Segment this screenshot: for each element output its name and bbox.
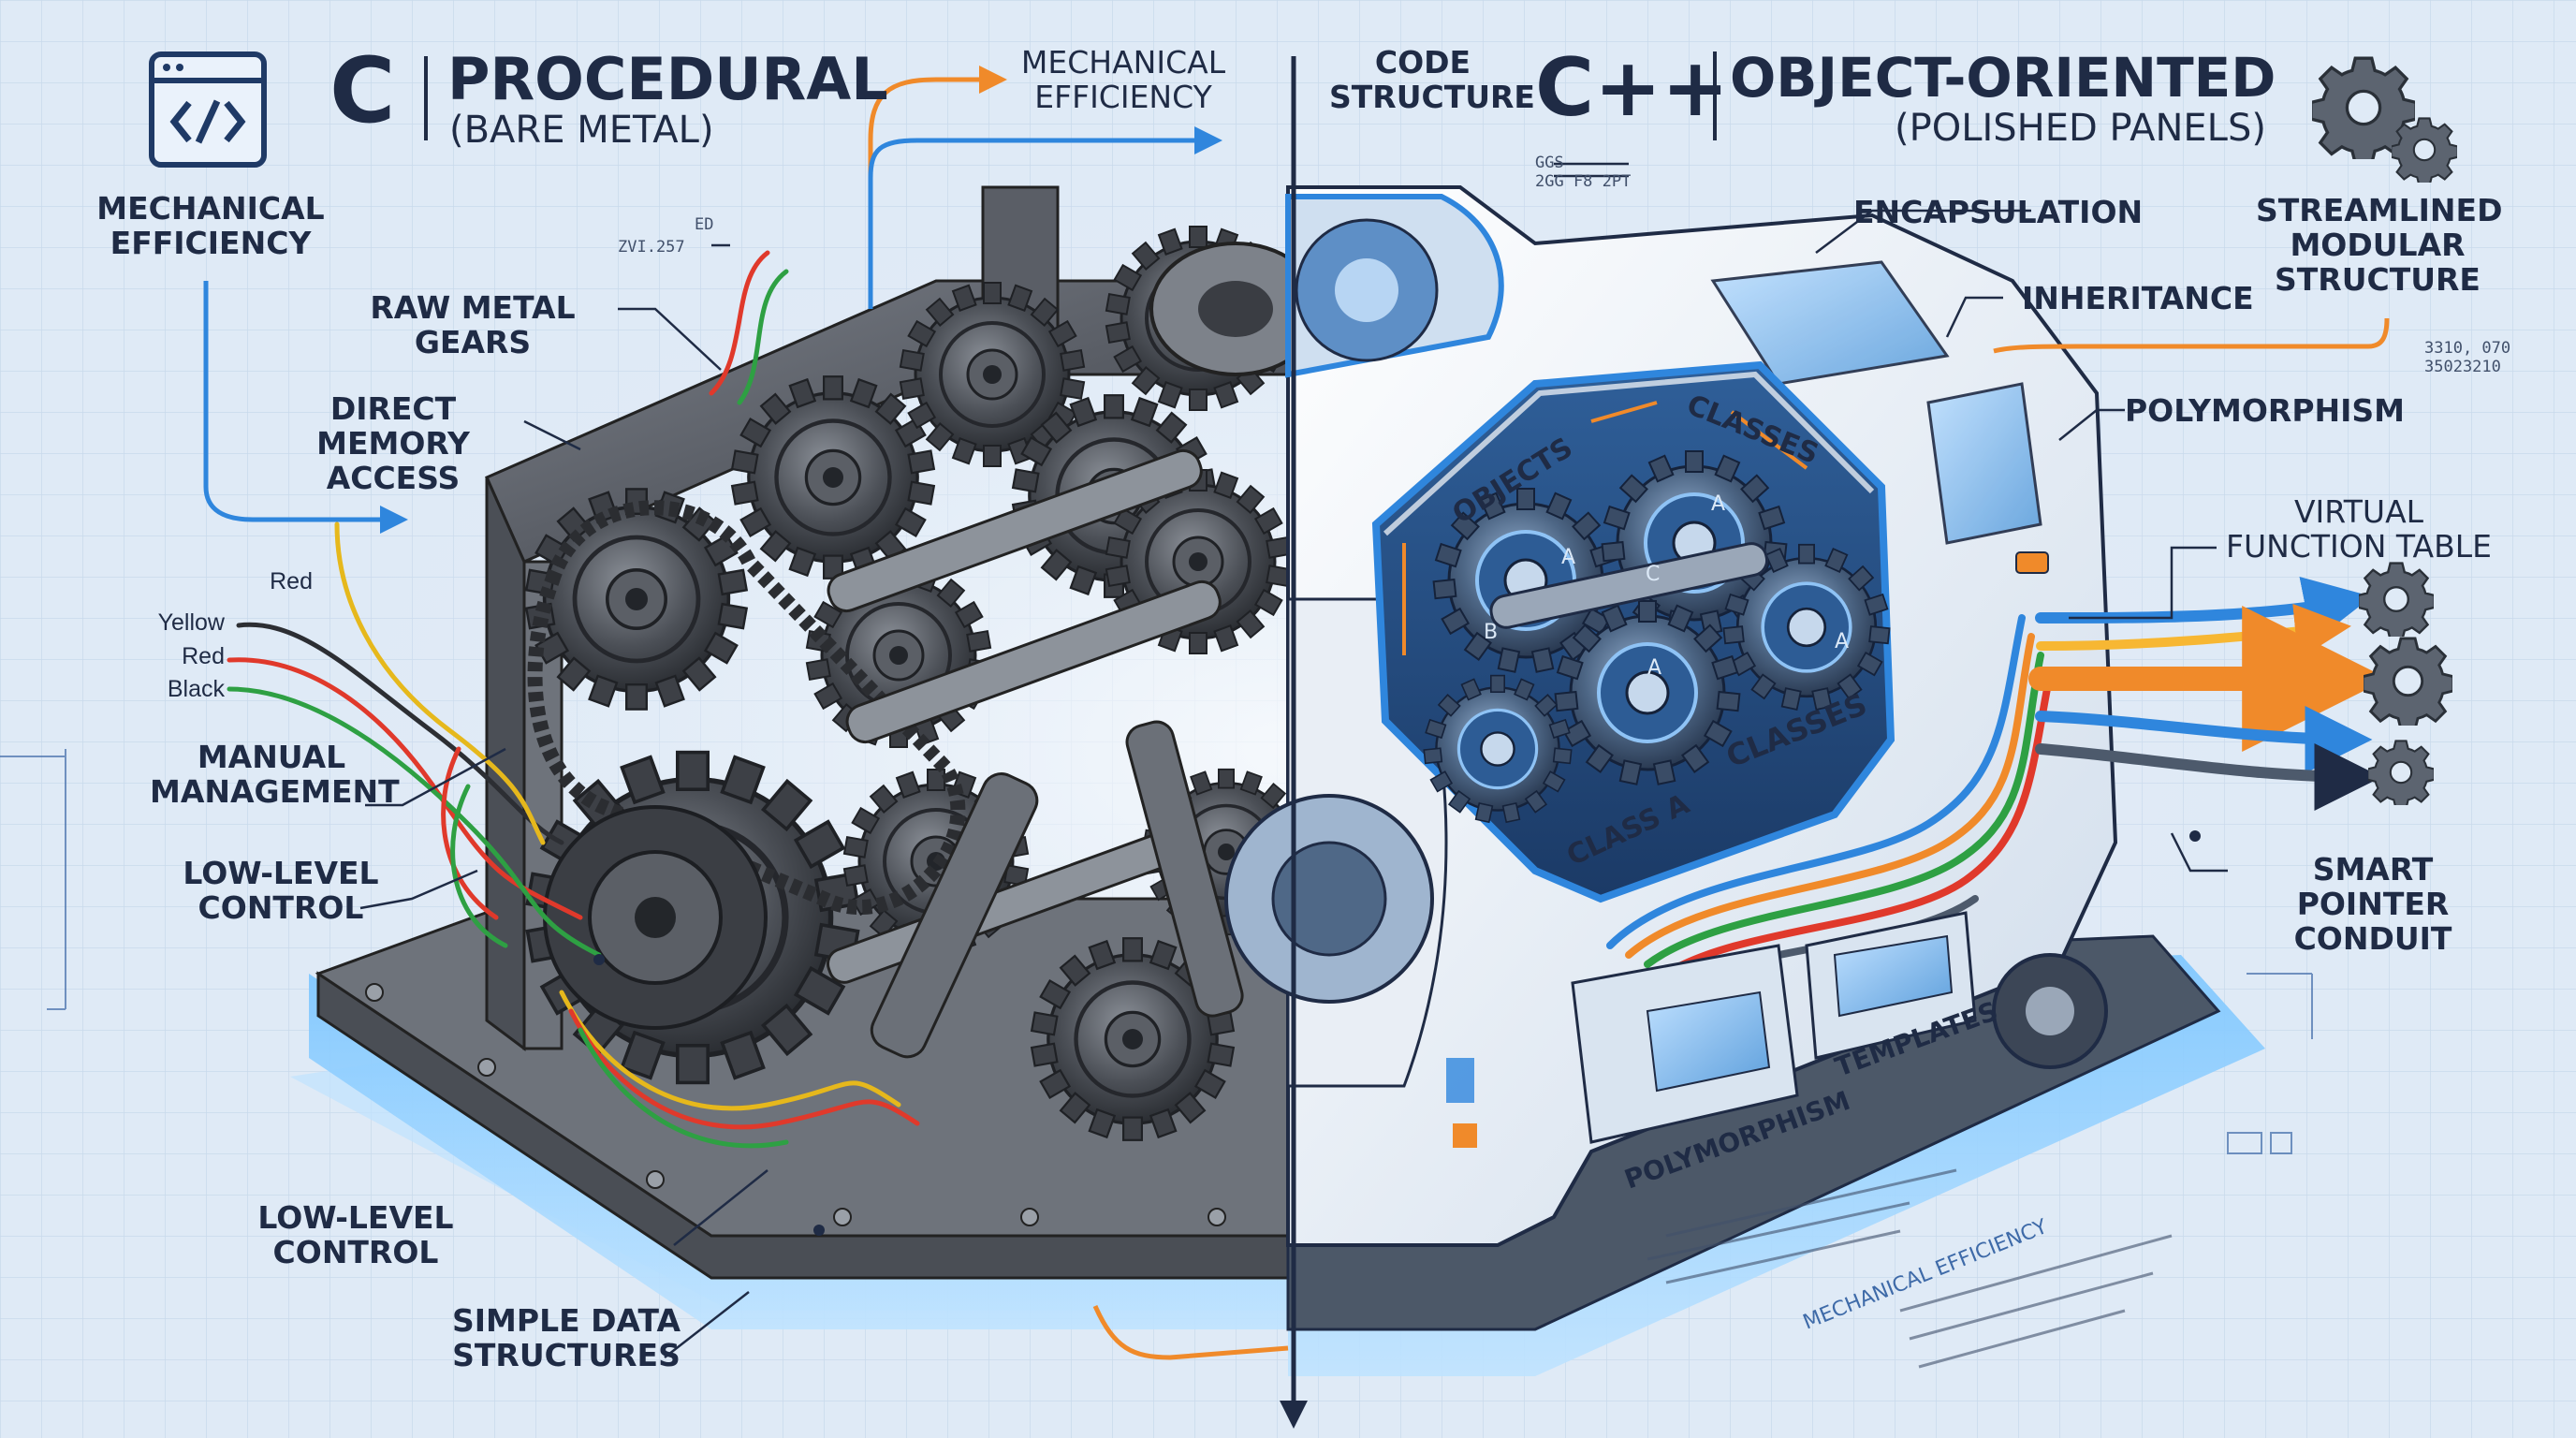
code-structure-label: CODE STRUCTURE (1329, 44, 1535, 115)
object-oriented-title: OBJECT-ORIENTED (1730, 46, 2276, 110)
center-code-text: GGS 2GG F8 2PT (1535, 154, 1632, 191)
low-level-control-label-1: LOW-LEVEL CONTROL (183, 855, 379, 926)
wire-red-label: Red (182, 643, 225, 669)
simple-data-structures-label: SIMPLE DATA STRUCTURES (452, 1302, 681, 1373)
gear-letter-5: A (1647, 656, 1661, 680)
left-code-text-2: ED (695, 215, 714, 234)
wire-red-top-label: Red (270, 568, 313, 594)
inheritance-label: INHERITANCE (2022, 280, 2254, 316)
gear-letter-6: A (1835, 630, 1849, 653)
direct-memory-access-label: DIRECT MEMORY ACCESS (316, 390, 470, 496)
gear-letter-2: B (1484, 621, 1498, 644)
code-window-icon (149, 51, 267, 168)
bare-metal-subtitle: (BARE METAL) (449, 109, 714, 152)
streamlined-modular-structure-label: STREAMLINED MODULAR STRUCTURE (2256, 192, 2503, 298)
procedural-title: PROCEDURAL (447, 45, 888, 113)
gear-letter-3: A (1711, 492, 1725, 516)
virtual-function-table-label: VIRTUAL FUNCTION TABLE (2226, 493, 2492, 565)
left-mechanical-efficiency-label: MECHANICAL EFFICIENCY (96, 190, 325, 261)
c-letter: C (329, 38, 396, 143)
raw-metal-gears-label: RAW METAL GEARS (370, 289, 576, 360)
wire-yellow-label: Yellow (157, 609, 225, 636)
polymorphism-label: POLYMORPHISM (2125, 392, 2406, 429)
cpp-letter: C++ (1535, 41, 1730, 135)
smart-pointer-conduit-label: SMART POINTER CONDUIT (2293, 851, 2452, 957)
top-mechanical-efficiency-label: MECHANICAL EFFICIENCY (1020, 44, 1226, 115)
right-code-text: 3310, 070 35023210 (2424, 339, 2511, 376)
polished-panels-subtitle: (POLISHED PANELS) (1895, 107, 2266, 150)
left-code-text: ZVI.257 (618, 238, 685, 257)
manual-management-label: MANUAL MANAGEMENT (150, 739, 400, 810)
cpp-polished-unit (1224, 185, 2265, 1376)
gear-letter-1: A (1561, 546, 1575, 569)
c-bare-metal-engine (290, 185, 1322, 1329)
gear-letter-4: C (1646, 563, 1660, 586)
low-level-control-label-2: LOW-LEVEL CONTROL (257, 1199, 454, 1270)
wire-black-label: Black (167, 676, 225, 702)
encapsulation-label: ENCAPSULATION (1853, 194, 2144, 230)
